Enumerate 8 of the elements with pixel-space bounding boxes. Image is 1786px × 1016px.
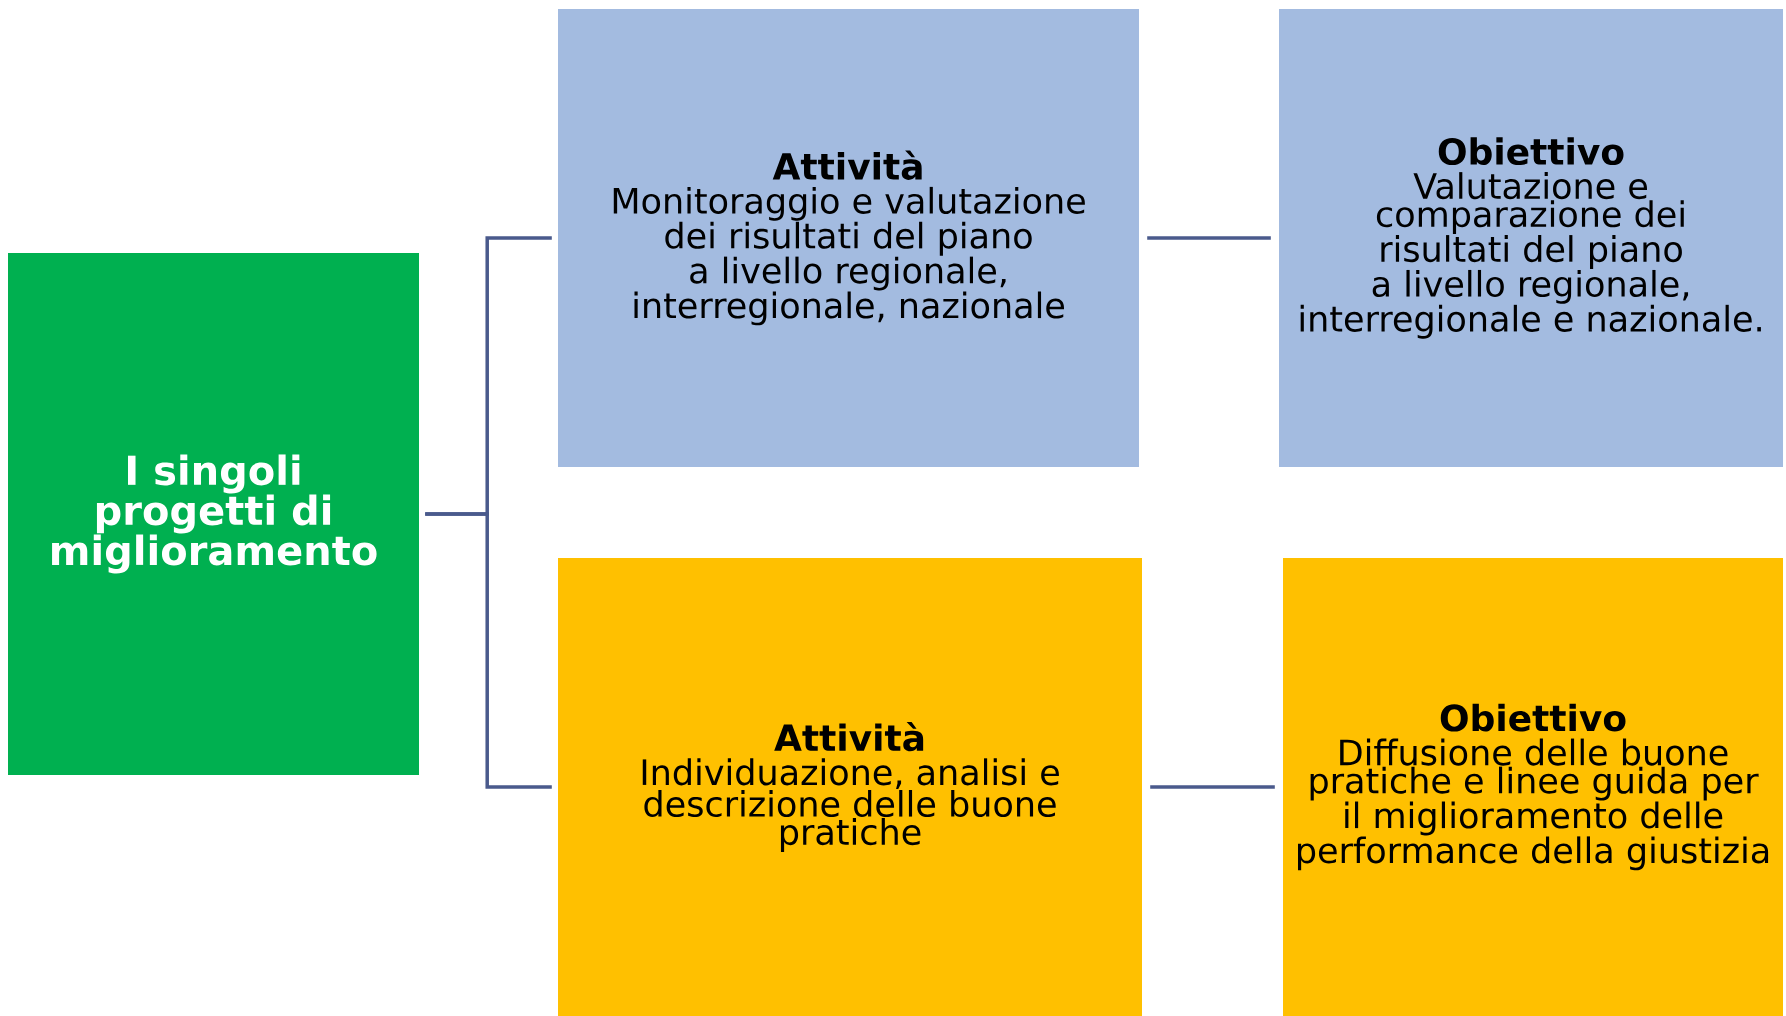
process-box: Obiettivo Valutazione e comparazione dei risultati del piano a livello regionale, interregionale e nazionale. (1279, 9, 1783, 467)
process-box: Obiettivo Diffusione delle buone pratiche e linee guida per il miglioramento delle performance della giustizia (1283, 558, 1783, 1016)
process-box: Attività Individuazione, analisi e descrizione delle buone pratiche (558, 558, 1142, 1016)
connector-line (1147, 236, 1271, 240)
connector-line (425, 512, 552, 789)
process-box: Attività Monitoraggio e valutazione dei risultati del piano a livello regionale, interregionale, nazionale (558, 9, 1139, 467)
process-box: I singoli progetti di miglioramento (8, 253, 419, 775)
connector-line (1150, 785, 1275, 789)
